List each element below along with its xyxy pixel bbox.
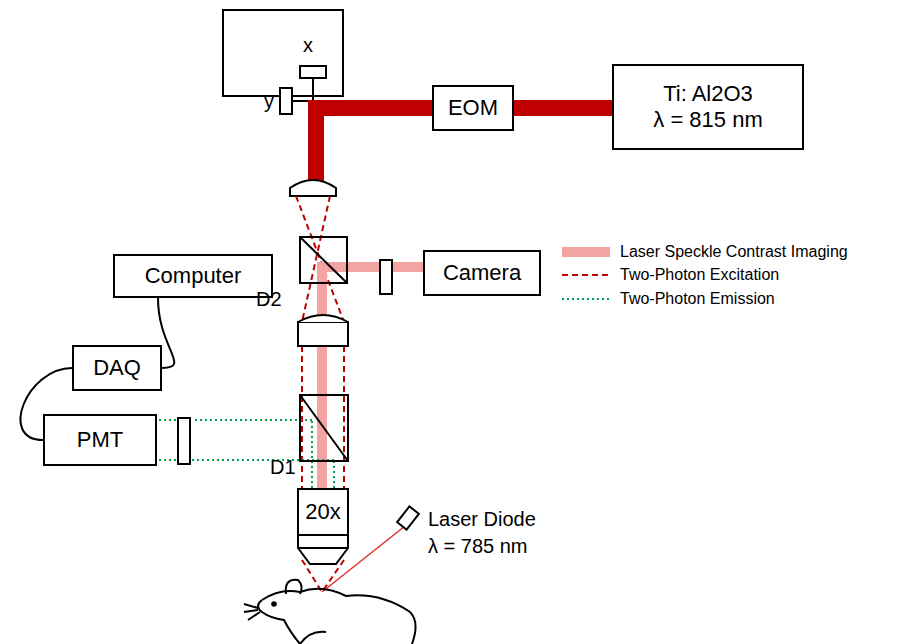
- scanner-housing: [223, 10, 343, 96]
- daq-box: DAQ: [72, 345, 162, 391]
- scan-lens: [290, 180, 336, 196]
- legend-sample: [562, 268, 610, 282]
- box-text: DAQ: [93, 355, 141, 381]
- pmt-filter: [178, 418, 190, 464]
- x-mirror: [300, 66, 326, 78]
- laser-box: Ti: Al2O3λ = 815 nm: [612, 64, 804, 150]
- dichroic-d1: [300, 395, 348, 461]
- tube-lens: [298, 322, 348, 346]
- component-label: Laser Diode: [428, 508, 536, 530]
- legend-text: Laser Speckle Contrast Imaging: [620, 243, 848, 261]
- lsci-beam: [317, 262, 327, 490]
- y-mirror: [280, 88, 292, 114]
- beam-horizontal: [315, 100, 435, 116]
- box-text: EOM: [448, 95, 498, 121]
- component-label: λ = 785 nm: [428, 535, 528, 557]
- legend-text: Two-Photon Emission: [620, 290, 775, 308]
- legend-text: Two-Photon Excitation: [620, 266, 779, 284]
- legend-sample: [562, 245, 610, 259]
- objective-box: 20x: [297, 488, 349, 536]
- pmt-box: PMT: [43, 414, 157, 466]
- legend-entry: Two-Photon Excitation: [562, 266, 779, 284]
- box-text: PMT: [77, 427, 123, 453]
- component-label: D2: [256, 288, 282, 310]
- box-text: Computer: [145, 263, 242, 289]
- legend-sample: [562, 292, 610, 306]
- computer-box: Computer: [113, 254, 273, 298]
- laser-diode: [397, 506, 419, 529]
- legend-entry: Laser Speckle Contrast Imaging: [562, 243, 848, 261]
- box-text: Ti: Al2O3: [663, 81, 753, 107]
- camera-box: Camera: [423, 250, 541, 296]
- component-label: D1: [270, 456, 296, 478]
- box-text: λ = 815 nm: [653, 107, 762, 133]
- modulator-box: EOM: [432, 85, 514, 131]
- box-text: 20x: [305, 499, 340, 525]
- dichroic-d2: [300, 237, 347, 283]
- box-text: Camera: [443, 260, 521, 286]
- mouse-figure: [244, 580, 416, 644]
- camera-filter: [380, 260, 392, 294]
- objective-tip: [298, 535, 348, 564]
- axis-label: y: [264, 90, 274, 112]
- beam-vertical: [308, 100, 324, 182]
- laser-beam: [514, 100, 612, 116]
- legend-entry: Two-Photon Emission: [562, 290, 775, 308]
- axis-label: x: [303, 34, 313, 56]
